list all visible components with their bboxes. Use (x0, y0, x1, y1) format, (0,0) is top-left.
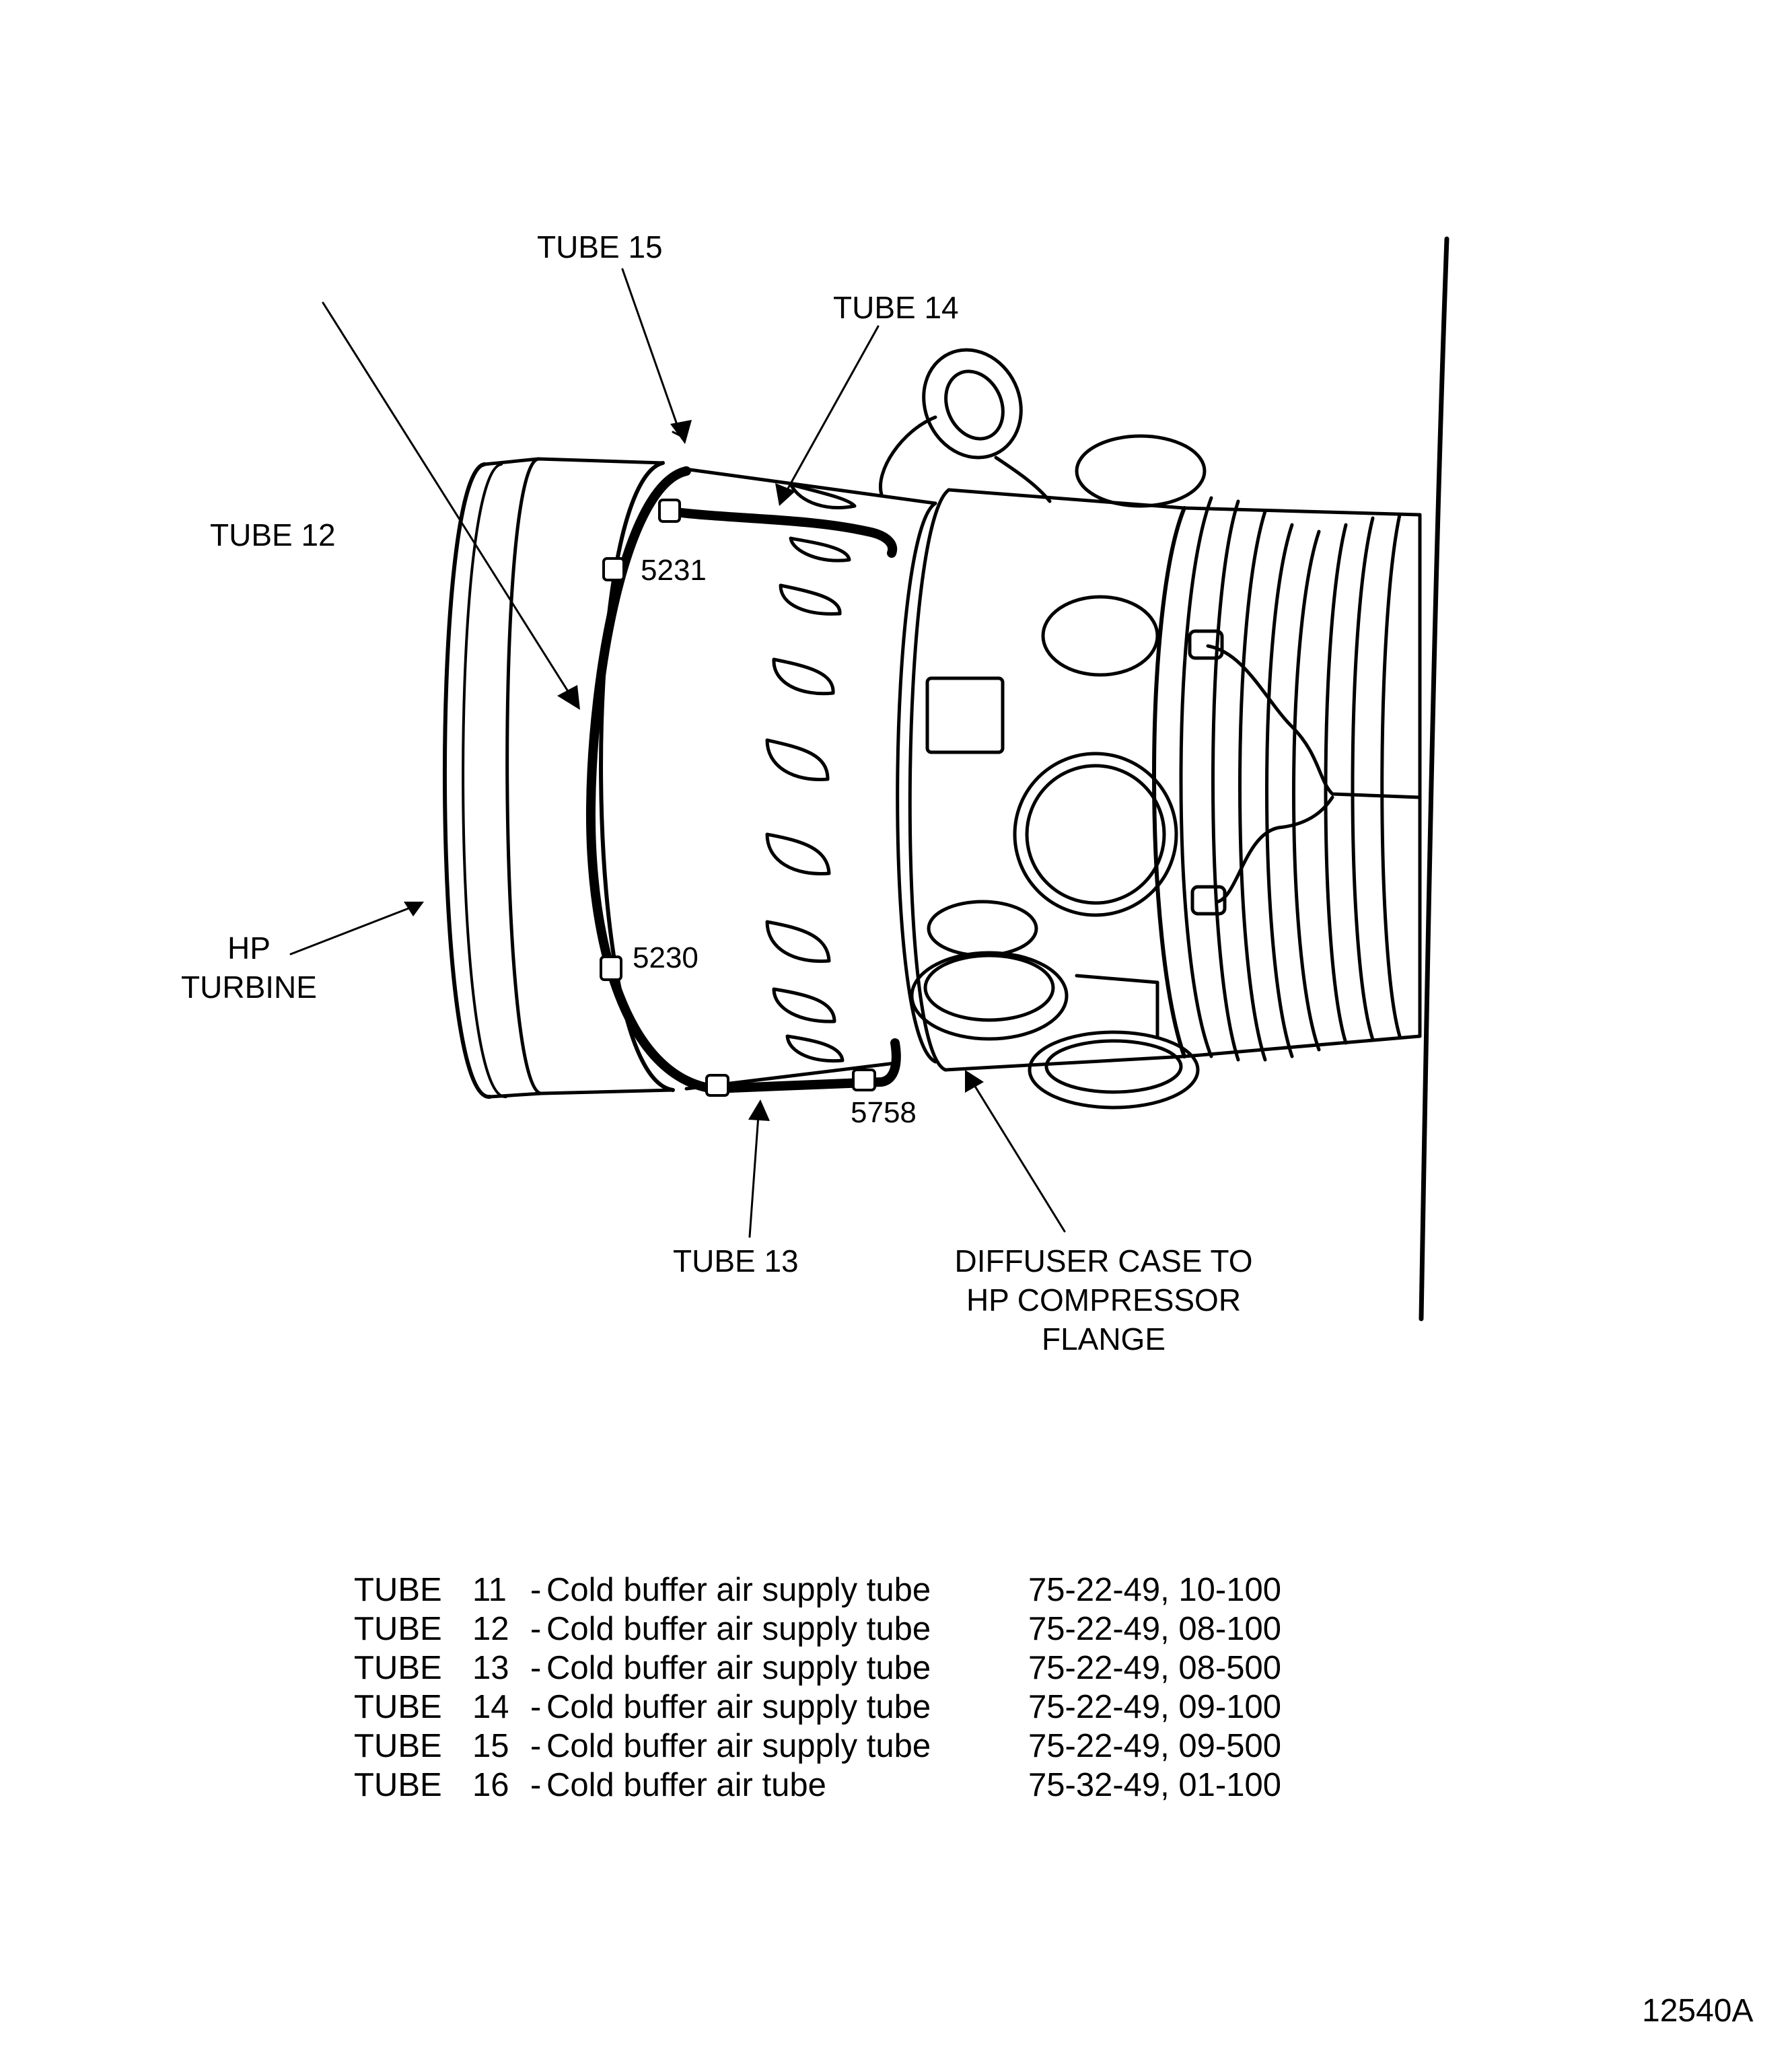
legend-dash: - (530, 1728, 542, 1764)
legend-number: 14 (472, 1689, 509, 1725)
diffuser-case (599, 461, 1186, 1092)
label-hp-turbine: HP TURBINE (168, 929, 330, 1007)
legend-word: TUBE (354, 1650, 442, 1686)
label-diffuser-line2: HP COMPRESSOR (966, 1282, 1242, 1317)
clamp-number-5231: 5231 (641, 554, 707, 587)
arrow-heads (404, 420, 984, 1121)
legend-row: TUBE 11 - Cold buffer air supply tube 75… (354, 1570, 1281, 1610)
legend-row: TUBE 13 - Cold buffer air supply tube 75… (354, 1649, 1281, 1688)
label-hp-turbine-line1: HP (227, 931, 271, 966)
legend-reference: 75-22-49, 08-500 (1028, 1650, 1281, 1686)
legend-number: 11 (472, 1572, 507, 1608)
legend-row: TUBE 14 - Cold buffer air supply tube 75… (354, 1688, 1281, 1727)
legend-dash: - (530, 1572, 542, 1608)
label-tube-13: TUBE 13 (673, 1243, 799, 1278)
legend-number: 15 (472, 1728, 509, 1764)
tube-clamps (600, 499, 876, 1097)
label-tube-15: TUBE 15 (537, 229, 663, 264)
upper-boss (879, 348, 1207, 508)
leader-lines (289, 268, 1066, 1238)
legend-row: TUBE 16 - Cold buffer air tube 75-32-49,… (354, 1766, 1281, 1805)
legend-reference: 75-22-49, 10-100 (1028, 1572, 1281, 1608)
clamp-number-5230: 5230 (633, 941, 698, 974)
label-tube-12: TUBE 12 (210, 517, 336, 552)
figure-id: 12540A (1642, 1993, 1754, 2029)
legend-description: Cold buffer air supply tube (546, 1689, 931, 1725)
legend-reference: 75-22-49, 08-100 (1028, 1611, 1281, 1647)
legend-reference: 75-22-49, 09-100 (1028, 1689, 1281, 1725)
legend-reference: 75-32-49, 01-100 (1028, 1767, 1281, 1803)
label-diffuser-case-flange: DIFFUSER CASE TO HP COMPRESSOR FLANGE (915, 1241, 1292, 1359)
hp-compressor-bands (1152, 496, 1422, 1062)
buffer-air-tubes (585, 466, 901, 1093)
legend-word: TUBE (354, 1611, 442, 1647)
legend-reference: 75-22-49, 09-500 (1028, 1728, 1281, 1764)
legend-dash: - (530, 1650, 542, 1686)
hp-turbine-case (443, 457, 675, 1099)
legend-description: Cold buffer air supply tube (546, 1728, 931, 1764)
legend-word: TUBE (354, 1728, 442, 1764)
legend-number: 13 (472, 1650, 509, 1686)
clamp-number-5758: 5758 (851, 1096, 917, 1129)
legend-description: Cold buffer air supply tube (546, 1572, 931, 1608)
compressor-case (910, 595, 1200, 1110)
legend-dash: - (530, 1767, 542, 1803)
legend-row: TUBE 15 - Cold buffer air supply tube 75… (354, 1727, 1281, 1766)
legend-number: 16 (472, 1767, 509, 1803)
legend-word: TUBE (354, 1767, 442, 1803)
label-diffuser-line3: FLANGE (1041, 1322, 1166, 1357)
label-diffuser-line1: DIFFUSER CASE TO (954, 1243, 1253, 1278)
legend-description: Cold buffer air supply tube (546, 1611, 931, 1647)
legend-dash: - (530, 1611, 542, 1647)
legend-dash: - (530, 1689, 542, 1725)
legend-word: TUBE (354, 1689, 442, 1725)
legend-word: TUBE (354, 1572, 442, 1608)
boundary-line (1419, 236, 1449, 1322)
tube-legend: TUBE 11 - Cold buffer air supply tube 75… (354, 1570, 1281, 1805)
legend-number: 12 (472, 1611, 509, 1647)
legend-row: TUBE 12 - Cold buffer air supply tube 75… (354, 1610, 1281, 1649)
label-tube-14: TUBE 14 (833, 290, 959, 325)
label-hp-turbine-line2: TURBINE (181, 970, 317, 1005)
legend-description: Cold buffer air supply tube (546, 1650, 931, 1686)
legend-description: Cold buffer air tube (546, 1767, 826, 1803)
